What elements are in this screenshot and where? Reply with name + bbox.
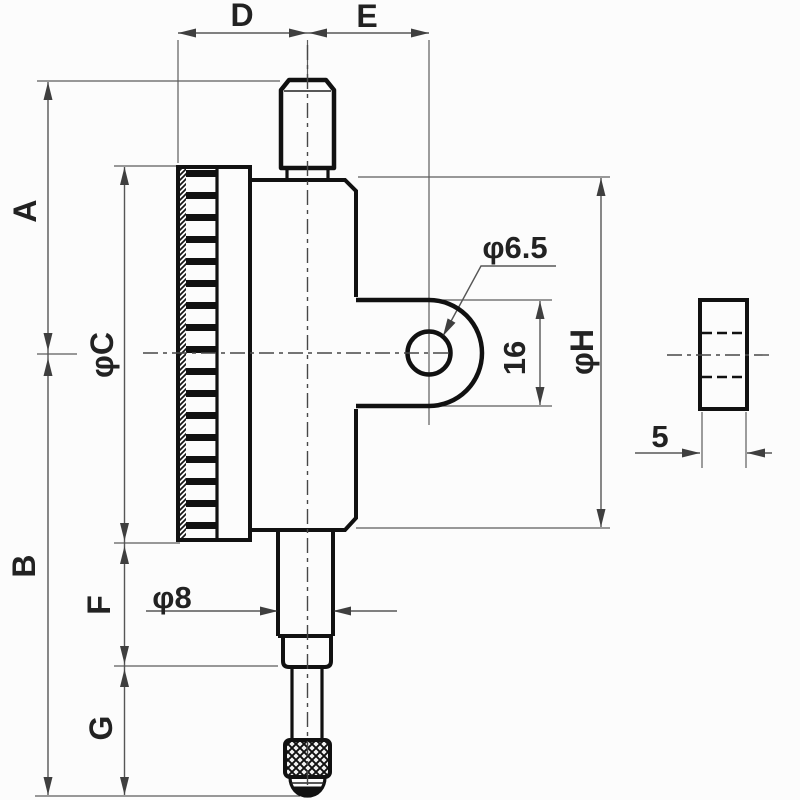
centerlines <box>143 45 772 795</box>
extension-lines <box>35 40 747 797</box>
dimension-labels: D E A B φC F G φH 16 φ6.5 5 φ8 <box>6 0 668 740</box>
dimension-lines <box>47 32 772 795</box>
hole-leader-line <box>442 265 556 337</box>
dim-label-phi-8: φ8 <box>152 580 191 615</box>
dim-label-phi-c: φC <box>84 332 120 378</box>
dim-label-f: F <box>81 595 117 615</box>
dim-label-e: E <box>356 0 377 34</box>
dim-label-b: B <box>6 554 42 577</box>
dim-label-g: G <box>83 716 119 741</box>
dimension-arrows <box>43 28 765 795</box>
stem-and-spindle <box>276 530 335 798</box>
dim-label-hole-dia: φ6.5 <box>482 230 547 265</box>
dim-label-5: 5 <box>651 419 668 454</box>
dim-label-16: 16 <box>497 341 532 375</box>
hidden-hole-lines <box>702 331 745 379</box>
dim-label-a: A <box>7 199 43 222</box>
contact-ball-tip <box>293 786 322 796</box>
dim-label-d: D <box>230 0 253 33</box>
leader-arrow <box>443 318 456 336</box>
dim-label-phi-h: φH <box>564 329 600 375</box>
body-case <box>250 178 358 532</box>
